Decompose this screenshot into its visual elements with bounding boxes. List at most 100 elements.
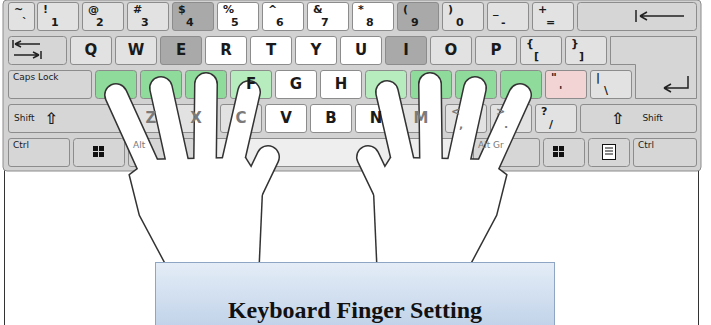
key-label: \ [604, 85, 608, 97]
key: Z [130, 104, 172, 133]
left-hand [116, 84, 268, 275]
key: U [340, 36, 382, 65]
key: Alt [128, 138, 195, 167]
windows-key [74, 139, 125, 167]
key-label: ] [579, 51, 584, 63]
key-label: [ [534, 51, 539, 63]
key-label: 2 [96, 17, 104, 29]
key-label: B [325, 110, 336, 127]
key-label: Q [85, 42, 98, 59]
key: I [385, 36, 427, 65]
key-label: , [459, 119, 463, 131]
backspace-key [578, 3, 697, 31]
key: $4 [172, 2, 214, 31]
key: W [115, 36, 157, 65]
key: O [430, 36, 472, 65]
key: |\ [590, 70, 632, 99]
key: R [205, 36, 247, 65]
home-key [366, 71, 407, 99]
key-label: % [223, 4, 234, 16]
enter-symbol [664, 76, 688, 92]
key: F [230, 70, 272, 99]
key-label: = [546, 17, 555, 29]
key-label: R [220, 42, 232, 59]
key-label: 0 [456, 17, 464, 29]
key-label: F [246, 76, 256, 93]
key-label: 5 [231, 17, 239, 29]
key-label: Z [146, 110, 157, 127]
key-label: ( [403, 4, 408, 16]
backspace-symbol [636, 10, 684, 22]
key-label: * [358, 4, 364, 16]
key-label: ` [22, 17, 28, 29]
tab-key [9, 37, 67, 65]
key-label: " [551, 72, 557, 84]
key-label: C [235, 110, 246, 127]
home-key [456, 71, 497, 99]
key-label: Shift [642, 114, 662, 124]
key-label: ⇧ [611, 110, 624, 128]
key-label: ^ [268, 4, 277, 16]
key: Alt Gr [473, 138, 540, 167]
key: E [160, 36, 202, 65]
key: X [175, 104, 217, 133]
key-label: _ [493, 4, 499, 16]
key-label: 1 [51, 17, 59, 29]
key: }] [565, 36, 607, 65]
key: ⇧ Shift [580, 104, 697, 133]
key: !1 [37, 2, 79, 31]
key: Q [70, 36, 112, 65]
key-label: ) [448, 4, 453, 16]
key-label: E [176, 42, 186, 59]
key: %5 [217, 2, 259, 31]
space-bar [199, 139, 470, 167]
frame-line [698, 168, 699, 325]
key: @2 [82, 2, 124, 31]
key: H [320, 70, 362, 99]
right-hand [368, 84, 520, 275]
tab-symbol [13, 40, 41, 59]
key: ~` [8, 2, 35, 31]
key-label: $ [178, 4, 186, 16]
key-label: Shift [14, 114, 34, 124]
key-label: Y [311, 42, 322, 59]
key-label: > [496, 106, 505, 118]
key-label: { [526, 38, 534, 50]
key: Caps Lock [8, 70, 92, 99]
key-label: Caps Lock [13, 73, 59, 83]
key-label: P [491, 42, 502, 59]
key: <, [445, 104, 487, 133]
key: ^6 [262, 2, 304, 31]
keyboard-body [3, 0, 701, 171]
key: C [220, 104, 262, 133]
frame-line [4, 168, 5, 325]
key: V [265, 104, 307, 133]
key: Ctrl [8, 138, 70, 167]
key: Shift⇧ [8, 104, 127, 133]
key-label: H [335, 76, 348, 93]
home-key [96, 71, 137, 99]
key: N [355, 104, 397, 133]
key-label: - [501, 17, 506, 29]
key-label: 4 [186, 17, 194, 29]
key: >. [490, 104, 532, 133]
key-label: | [596, 72, 600, 84]
home-key [141, 71, 182, 99]
key: Ctrl [633, 138, 697, 167]
key: G [275, 70, 317, 99]
key-label: X [190, 110, 202, 127]
home-key [411, 71, 452, 99]
key-label: # [133, 4, 142, 16]
key-label: . [504, 119, 508, 131]
key-label: 3 [141, 17, 149, 29]
key: += [532, 2, 574, 31]
key-label: / [549, 119, 553, 131]
key-label: ~ [14, 4, 23, 16]
key-label: T [266, 42, 276, 59]
menu-key [589, 139, 630, 167]
key-label: M [414, 110, 429, 127]
key: "' [545, 70, 587, 99]
key-label: } [571, 38, 579, 50]
key-label: O [445, 42, 458, 59]
key-label: W [128, 42, 145, 59]
